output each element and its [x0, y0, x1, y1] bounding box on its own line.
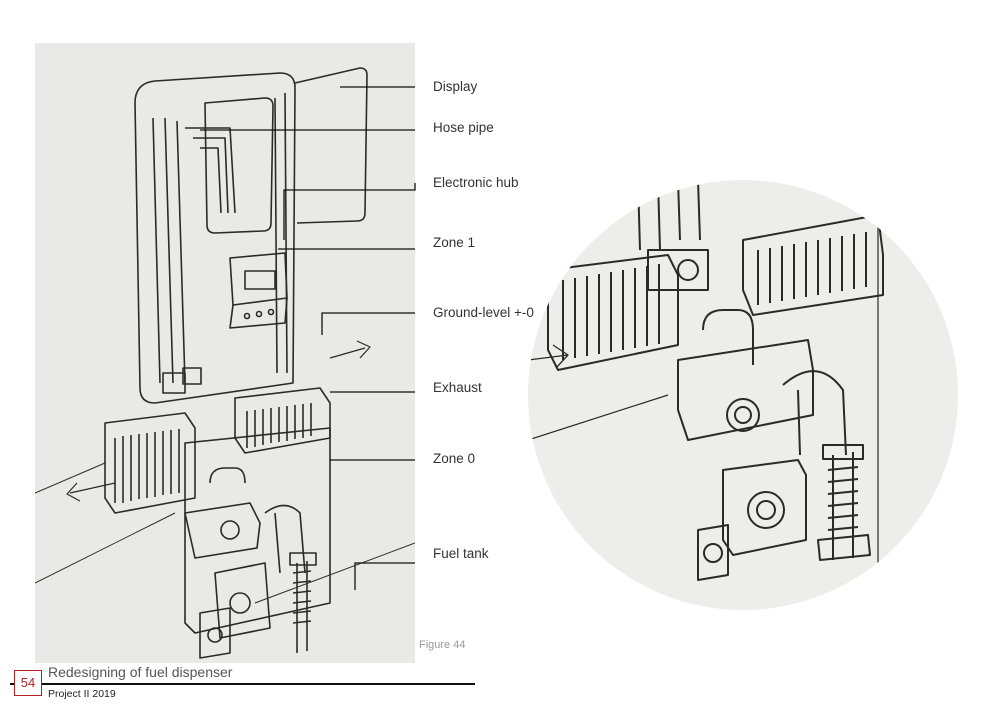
document-subtitle: Project II 2019 [48, 688, 116, 700]
dispenser-sketch-drawing [35, 67, 415, 659]
callout-electronic-hub: Electronic hub [433, 175, 519, 190]
detail-zoom-drawing [528, 180, 884, 610]
callout-zone-0: Zone 0 [433, 451, 476, 466]
page-number: 54 [14, 670, 42, 696]
callout-zone-1: Zone 1 [433, 235, 476, 250]
document-title: Redesigning of fuel dispenser [48, 664, 233, 680]
callout-display: Display [433, 79, 478, 94]
detail-zoom-circle [528, 180, 958, 610]
callout-exhaust: Exhaust [433, 380, 482, 395]
figure-caption: Figure 44 [419, 639, 466, 651]
dispenser-sketch [35, 43, 415, 663]
callout-hose-pipe: Hose pipe [433, 120, 494, 135]
callout-ground-level: Ground-level +-0 [433, 305, 534, 320]
callout-fuel-tank: Fuel tank [433, 546, 489, 561]
footer-rule [10, 683, 475, 685]
